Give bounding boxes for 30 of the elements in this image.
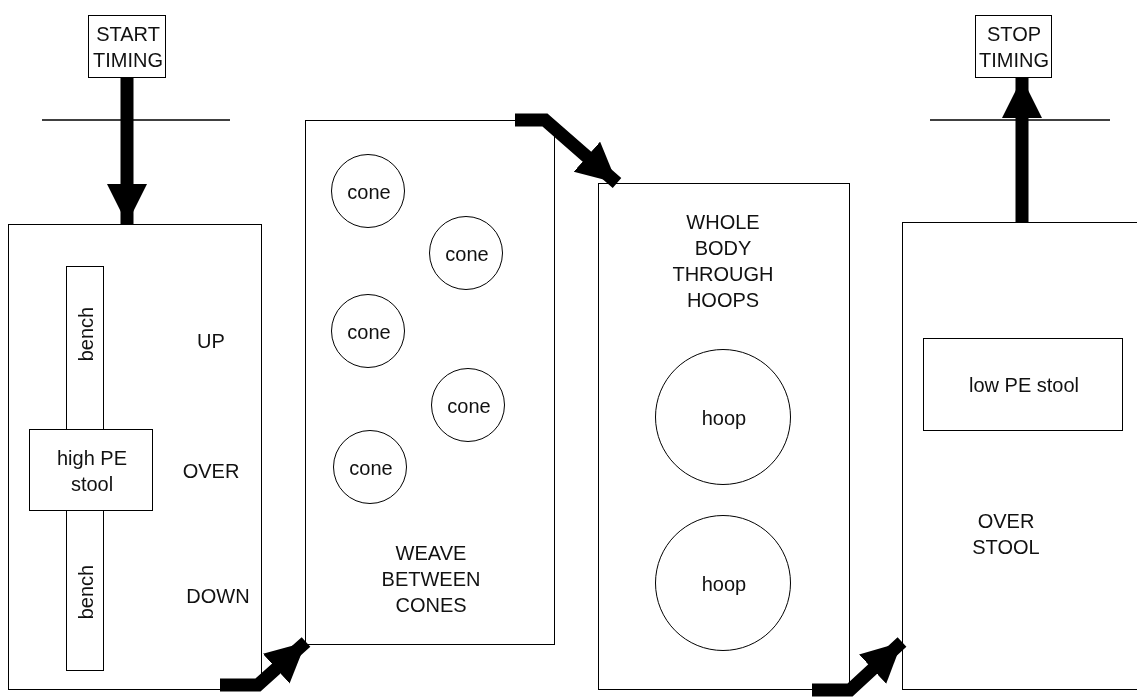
box-label: WHOLE BODY THROUGH HOOPS <box>671 210 775 313</box>
start-box <box>88 15 166 78</box>
cone-label: cone <box>445 242 489 267</box>
box-label: STOP TIMING <box>978 22 1050 73</box>
arrow <box>1002 78 1042 222</box>
arrow <box>107 78 147 224</box>
arrow <box>220 637 311 692</box>
box-label: START TIMING <box>92 22 164 73</box>
hoop-label: hoop <box>701 572 747 597</box>
cone-label: cone <box>349 456 393 481</box>
cone-label: cone <box>347 320 391 345</box>
station-box <box>305 120 555 645</box>
station-box <box>8 224 262 690</box>
stool-box <box>923 338 1123 431</box>
box-label: OVER STOOL <box>971 509 1041 560</box>
bench-label: bench <box>74 564 98 620</box>
direction-word: OVER <box>181 459 241 484</box>
stool-box <box>29 429 153 511</box>
hoop-label: hoop <box>701 406 747 431</box>
stop-box <box>975 15 1052 78</box>
cone-label: cone <box>447 394 491 419</box>
box-label: high PE stool <box>55 446 129 497</box>
station-box <box>902 222 1137 690</box>
direction-word: DOWN <box>185 584 251 609</box>
direction-word: UP <box>196 329 226 354</box>
cone-label: cone <box>347 180 391 205</box>
box-label: WEAVE BETWEEN CONES <box>380 541 482 618</box>
bench-label: bench <box>74 306 98 362</box>
station-box <box>598 183 850 690</box>
box-label: low PE stool <box>967 373 1081 398</box>
